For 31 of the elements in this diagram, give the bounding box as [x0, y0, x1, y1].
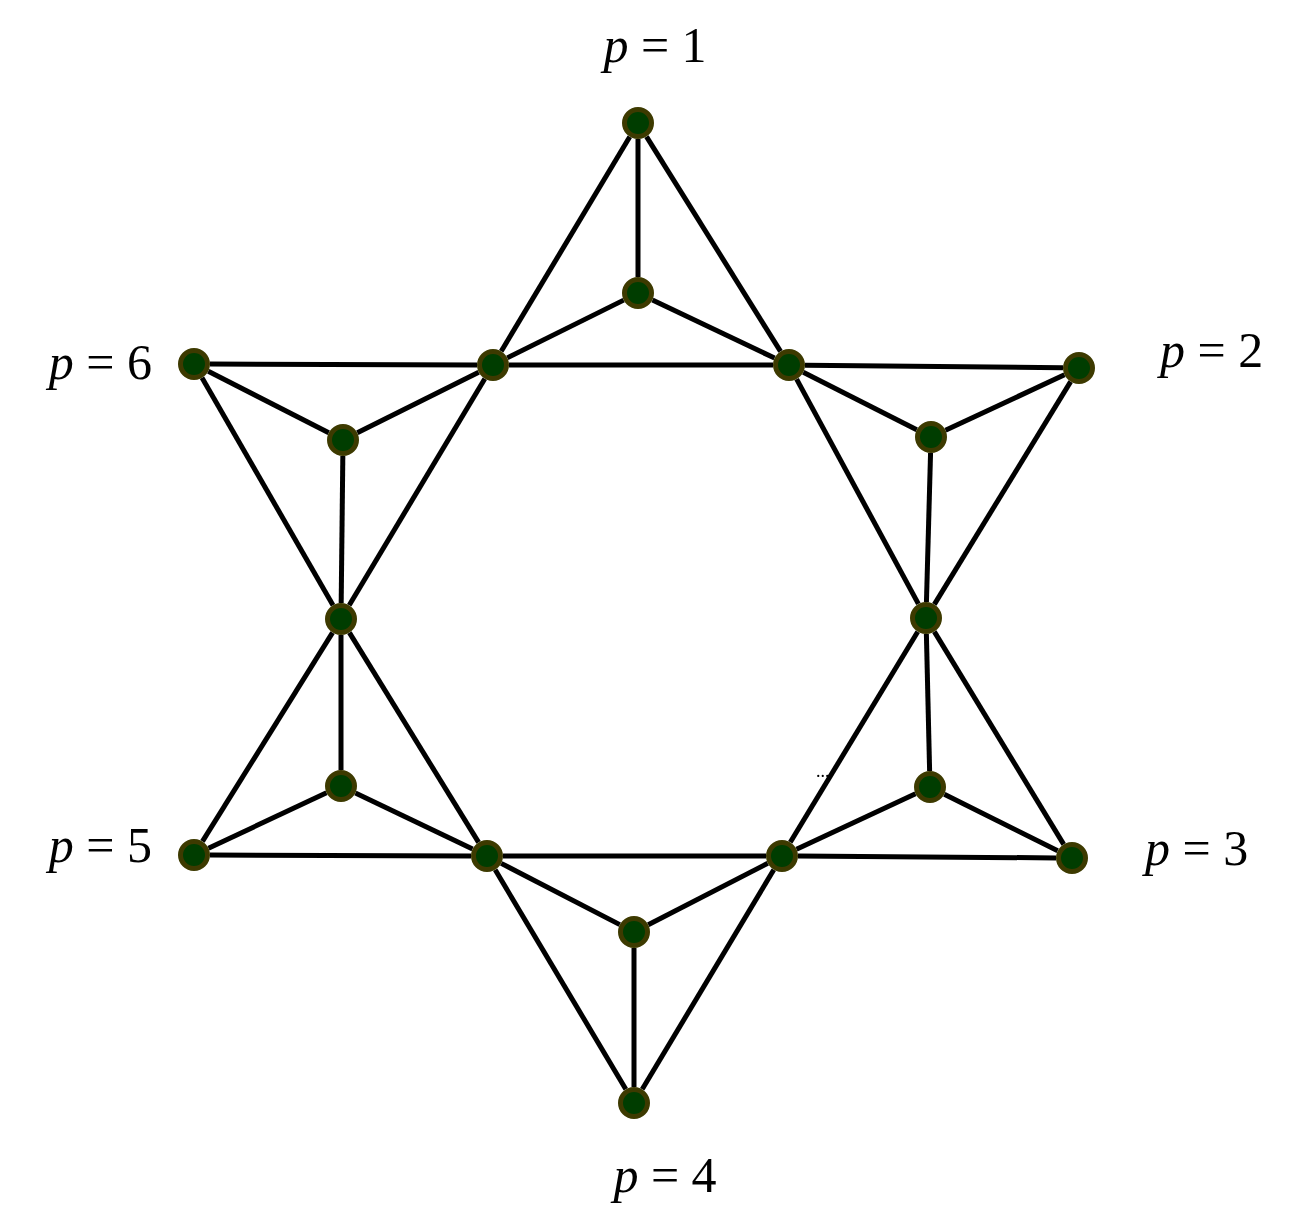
graph-vertex	[773, 349, 805, 381]
graph-vertex	[622, 107, 654, 139]
edge-line	[503, 853, 766, 859]
graph-vertex	[915, 421, 947, 453]
graph-vertex	[1056, 842, 1088, 874]
graph-vertex	[618, 916, 650, 948]
graph-vertex	[910, 602, 942, 634]
edge-line	[631, 948, 637, 1087]
graph-vertex	[178, 839, 210, 871]
edge-line	[210, 852, 471, 859]
ellipsis-label: ...	[816, 762, 830, 780]
graph-vertex	[766, 840, 798, 872]
graph-vertex	[325, 770, 357, 802]
edge-line	[804, 362, 1064, 371]
graph-vertex	[914, 771, 946, 803]
edge-line	[798, 853, 1056, 861]
edge-line	[923, 452, 934, 603]
graph-vertex	[618, 1087, 650, 1119]
graph-vertex	[327, 424, 359, 456]
graph-vertex	[1063, 352, 1095, 384]
graph-vertex	[477, 349, 509, 381]
edge-line	[923, 633, 933, 772]
edge-line	[509, 362, 773, 368]
edge-line	[338, 635, 344, 770]
edge-line	[338, 455, 346, 604]
graph-vertex	[178, 348, 210, 380]
edge-line	[635, 139, 641, 277]
graph-vertex	[471, 840, 503, 872]
edge-line	[210, 361, 477, 368]
graph-vertex	[325, 603, 357, 635]
graph-vertex	[622, 277, 654, 309]
